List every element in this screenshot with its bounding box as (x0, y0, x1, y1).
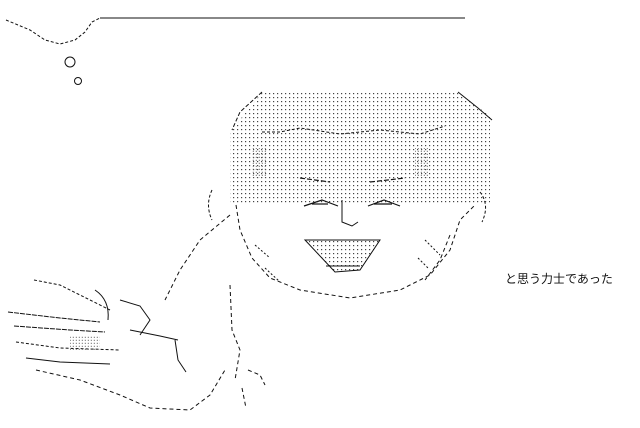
eyes (299, 177, 406, 207)
head-hair (230, 91, 493, 205)
face (208, 148, 486, 299)
shoulder (164, 214, 451, 409)
nose (341, 200, 359, 227)
mouth (303, 239, 381, 273)
thought-bubble-icon (5, 17, 465, 85)
hand (7, 279, 226, 411)
cheek-marks (254, 239, 441, 283)
caption-text: と思う力士であった (505, 272, 613, 286)
